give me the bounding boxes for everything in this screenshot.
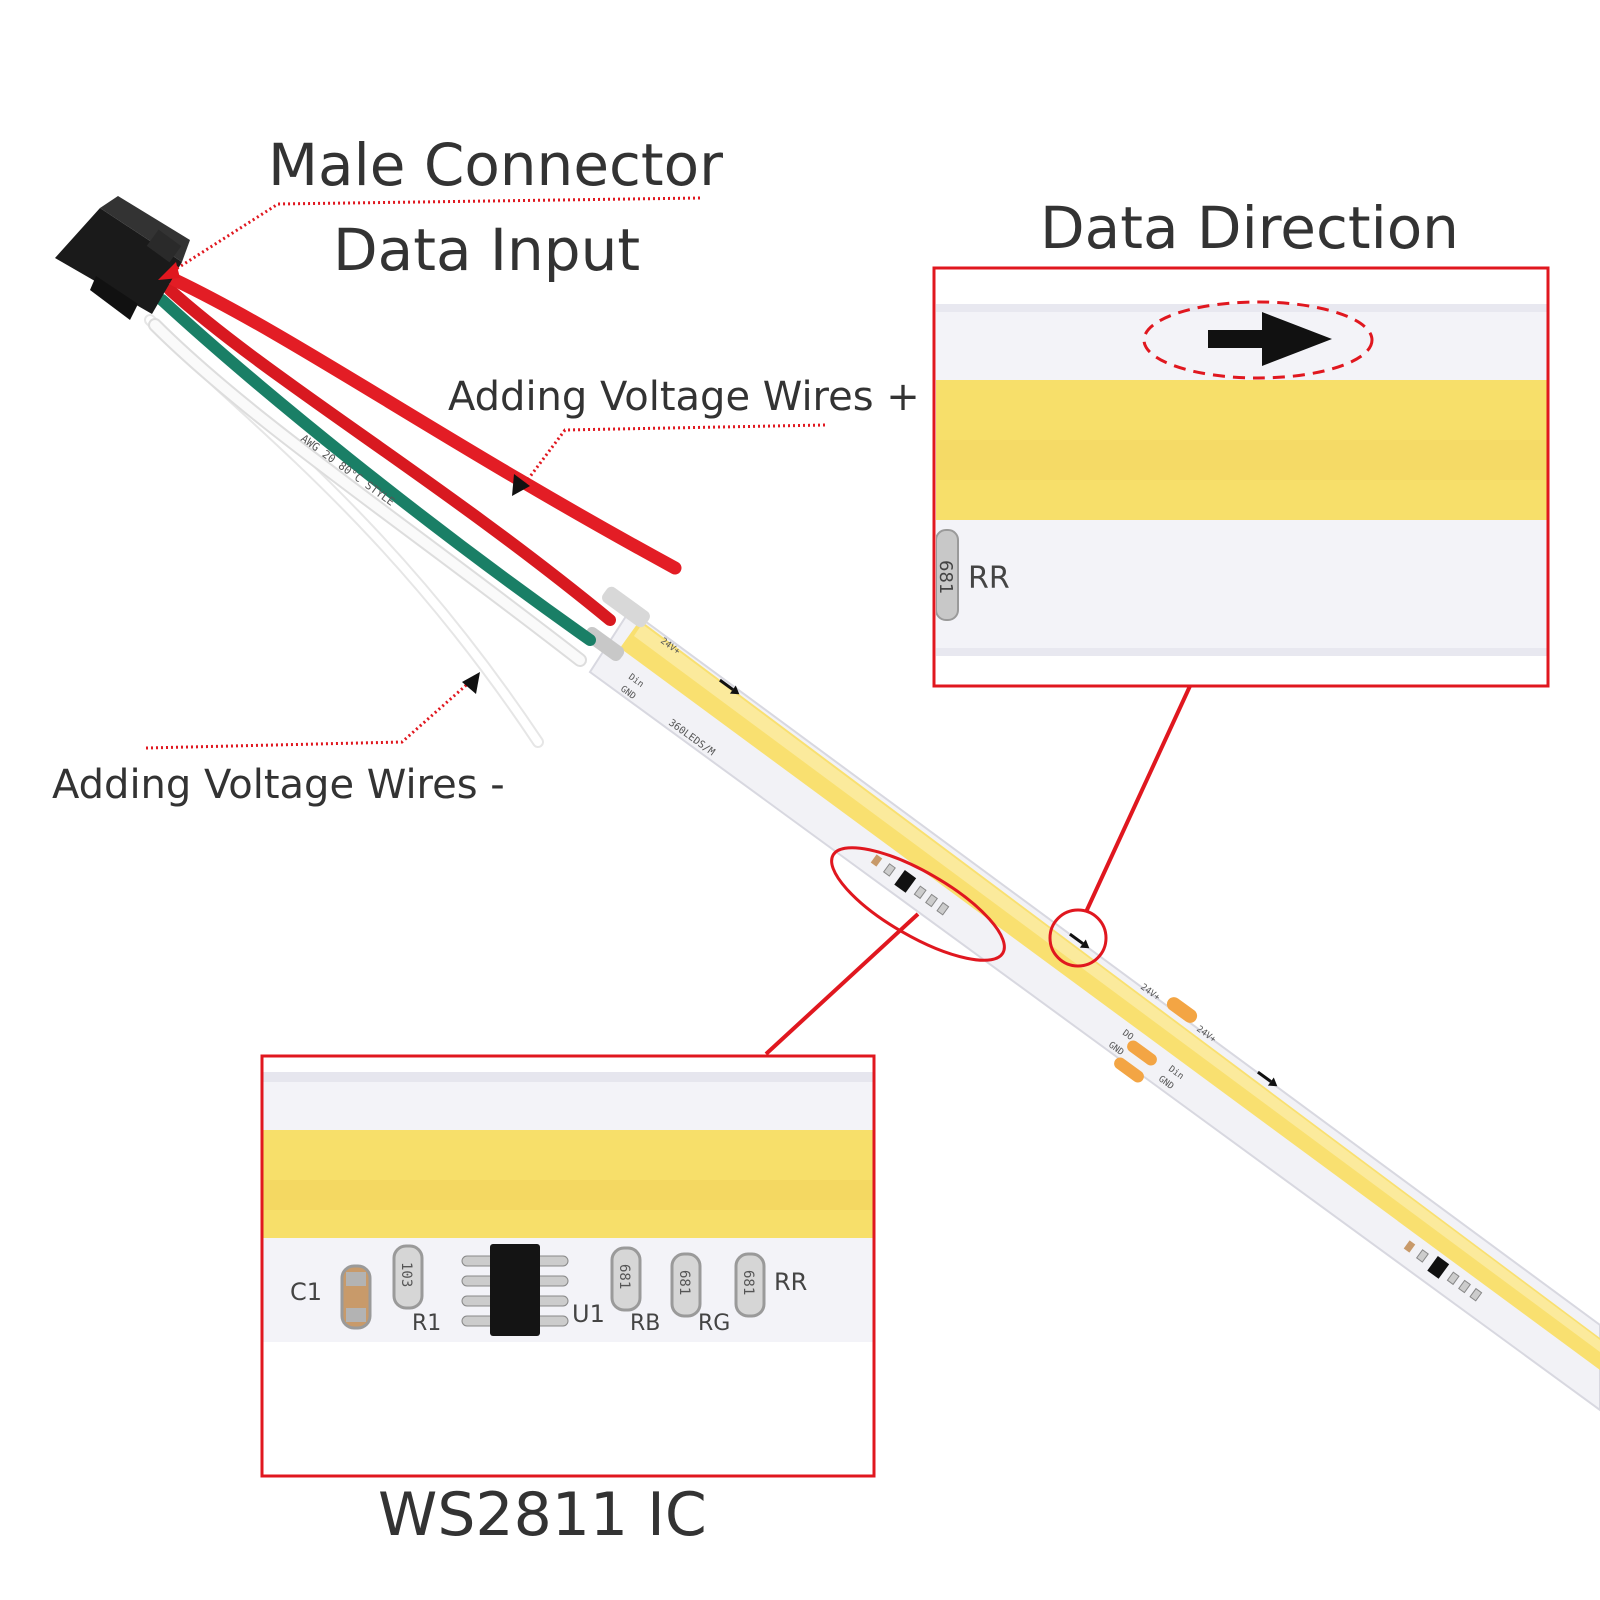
male-connector-label: Male Connector [268, 131, 723, 199]
ws2811-frame [260, 1054, 876, 1478]
ws2811-chip-icon [461, 1244, 569, 1336]
direction-arrow-icon [1208, 312, 1332, 366]
strip-arrow-icon [1069, 932, 1090, 949]
rg-label: RG [698, 1311, 730, 1336]
ws2811-ic-label: WS2811 IC [378, 1480, 707, 1550]
strip-arrow-icon [1257, 1070, 1278, 1087]
connector-leader-line [161, 196, 701, 280]
c1-label: C1 [290, 1278, 322, 1306]
voltage-plus-label: Adding Voltage Wires + [448, 374, 920, 420]
rr-code: 681 [740, 1270, 756, 1295]
data-direction-frame [932, 266, 1550, 688]
voltage-minus-label: Adding Voltage Wires - [52, 762, 505, 808]
voltage-minus-arrow-icon [462, 672, 480, 694]
strip-arrow-icon [719, 678, 740, 695]
rr-label: RR [774, 1268, 807, 1296]
connector-leader-arrow-icon [158, 262, 180, 280]
strip-ic-group [870, 854, 950, 916]
r1-label: R1 [412, 1311, 441, 1336]
zoom-resistor-code: 681 [935, 560, 956, 594]
strip-cob-highlight [634, 624, 1600, 1352]
voltage-minus-leader [145, 678, 473, 750]
green-wire [156, 294, 596, 646]
rb-code: 681 [616, 1264, 632, 1289]
zoom-rr-label: RR [968, 561, 1010, 596]
ws2811-connector [764, 912, 920, 1056]
ws2811-marker [830, 846, 1006, 962]
ws2811-zoom: C1 103 R1 U1 681 RB 681 RG 681 [260, 1054, 876, 1478]
data-input-label: Data Input [333, 216, 640, 284]
voltage-plus-arrow-icon [512, 474, 530, 496]
red-wire [164, 284, 616, 626]
wire-bundle: AWG 20 80°C STYLE [144, 273, 682, 748]
data-direction-label: Data Direction [1040, 194, 1459, 262]
white-wire [150, 320, 585, 665]
voltage-plus-leader [518, 423, 826, 491]
rg-code: 681 [676, 1270, 692, 1295]
direction-highlight [1142, 300, 1374, 380]
data-direction-zoom: 681 RR [932, 266, 1550, 688]
data-direction-marker [1048, 908, 1108, 968]
data-direction-connector [1084, 685, 1192, 913]
strip-ic-group [1403, 1240, 1483, 1302]
male-connector-icon [55, 196, 190, 320]
red-wire-voltage [168, 273, 682, 575]
u1-label: U1 [572, 1300, 605, 1328]
callout-leaders [145, 196, 1192, 1056]
strip-cob-yellow [620, 620, 1600, 1370]
r1-code: 103 [398, 1262, 414, 1287]
cob-led-strip: 24V+ Din GND 360LEDS/M 24V+ 24V+ DO GND … [583, 586, 1600, 1412]
rb-label: RB [630, 1311, 660, 1336]
